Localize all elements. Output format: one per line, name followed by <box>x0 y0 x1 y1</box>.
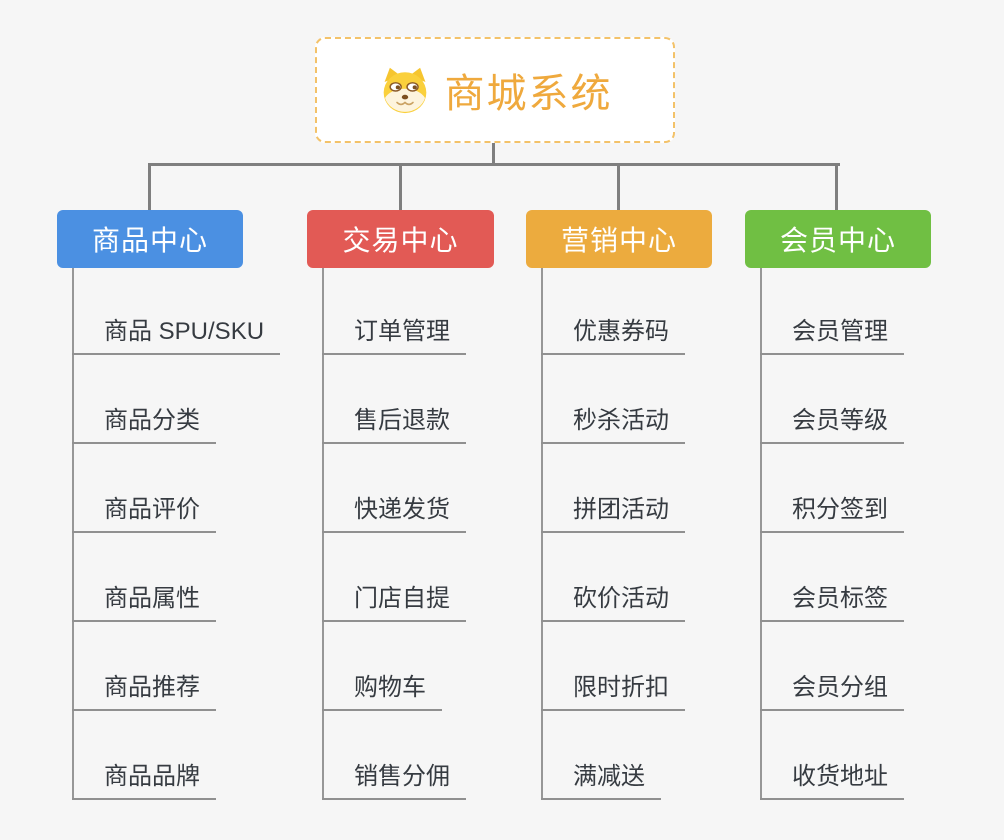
branch-node-member-center[interactable]: 会员中心 <box>745 210 931 268</box>
leaf-node[interactable]: 门店自提 <box>322 572 466 622</box>
branch-column-product: 商品 SPU/SKU 商品分类 商品评价 商品属性 商品推荐 商品品牌 <box>72 268 312 800</box>
leaf-label: 快递发货 <box>354 496 450 523</box>
leaf-node[interactable]: 会员分组 <box>760 661 904 711</box>
root-title: 商城系统 <box>444 72 613 116</box>
leaf-label: 商品属性 <box>104 585 200 612</box>
leaf-label: 商品推荐 <box>104 674 200 701</box>
leaf-node[interactable]: 会员等级 <box>760 394 904 444</box>
branch-drop-line <box>148 163 151 210</box>
leaf-label: 会员管理 <box>792 318 888 345</box>
leaf-label: 优惠券码 <box>573 318 669 345</box>
branch-drop-line <box>399 163 402 210</box>
leaf-node[interactable]: 购物车 <box>322 661 442 711</box>
branch-label: 商品中心 <box>91 225 208 256</box>
branch-node-marketing-center[interactable]: 营销中心 <box>526 210 712 268</box>
leaf-label: 销售分佣 <box>354 763 450 790</box>
leaf-node[interactable]: 拼团活动 <box>541 483 685 533</box>
branch-trunk-line <box>541 268 543 800</box>
leaf-label: 售后退款 <box>354 407 450 434</box>
leaf-node[interactable]: 商品属性 <box>72 572 216 622</box>
leaf-label: 会员等级 <box>792 407 888 434</box>
leaf-node[interactable]: 快递发货 <box>322 483 466 533</box>
leaf-node[interactable]: 订单管理 <box>322 305 466 355</box>
branch-drop-line <box>835 163 838 210</box>
leaf-node[interactable]: 限时折扣 <box>541 661 685 711</box>
branch-label: 交易中心 <box>342 225 459 256</box>
leaf-node[interactable]: 秒杀活动 <box>541 394 685 444</box>
leaf-node[interactable]: 收货地址 <box>760 750 904 800</box>
branch-label: 会员中心 <box>779 225 896 256</box>
leaf-label: 商品 SPU/SKU <box>104 318 265 345</box>
leaf-node[interactable]: 积分签到 <box>760 483 904 533</box>
branch-trunk-line <box>72 268 74 800</box>
branch-node-trade-center[interactable]: 交易中心 <box>307 210 494 268</box>
leaf-label: 会员标签 <box>792 585 888 612</box>
leaf-node[interactable]: 售后退款 <box>322 394 466 444</box>
leaf-label: 秒杀活动 <box>573 407 669 434</box>
branch-column-member: 会员管理 会员等级 积分签到 会员标签 会员分组 收货地址 <box>760 268 1000 800</box>
leaf-node[interactable]: 商品品牌 <box>72 750 216 800</box>
shiba-dog-icon <box>383 67 426 114</box>
leaf-label: 门店自提 <box>354 585 450 612</box>
leaf-label: 商品评价 <box>104 496 200 523</box>
leaf-node[interactable]: 满减送 <box>541 750 661 800</box>
branch-column-trade: 订单管理 售后退款 快递发货 门店自提 购物车 销售分佣 <box>322 268 562 800</box>
root-node[interactable]: 商城系统 <box>315 37 675 143</box>
leaf-label: 购物车 <box>354 674 426 701</box>
branch-column-marketing: 优惠券码 秒杀活动 拼团活动 砍价活动 限时折扣 满减送 <box>541 268 781 800</box>
branch-rail-line <box>148 163 840 166</box>
leaf-node[interactable]: 商品 SPU/SKU <box>72 305 281 355</box>
branch-trunk-line <box>760 268 762 800</box>
branch-drop-line <box>617 163 620 210</box>
leaf-label: 订单管理 <box>354 318 450 345</box>
root-connector-stub <box>492 143 495 166</box>
leaf-node[interactable]: 商品评价 <box>72 483 216 533</box>
branch-node-product-center[interactable]: 商品中心 <box>57 210 243 268</box>
leaf-node[interactable]: 商品分类 <box>72 394 216 444</box>
leaf-label: 砍价活动 <box>573 585 669 612</box>
leaf-label: 积分签到 <box>792 496 888 523</box>
leaf-node[interactable]: 会员标签 <box>760 572 904 622</box>
leaf-label: 商品品牌 <box>104 763 200 790</box>
leaf-label: 商品分类 <box>104 407 200 434</box>
leaf-label: 拼团活动 <box>573 496 669 523</box>
leaf-label: 满减送 <box>573 763 645 790</box>
leaf-label: 限时折扣 <box>573 674 669 701</box>
branch-trunk-line <box>322 268 324 800</box>
branch-label: 营销中心 <box>560 225 677 256</box>
leaf-node[interactable]: 优惠券码 <box>541 305 685 355</box>
leaf-label: 收货地址 <box>792 763 888 790</box>
leaf-node[interactable]: 砍价活动 <box>541 572 685 622</box>
leaf-label: 会员分组 <box>792 674 888 701</box>
leaf-node[interactable]: 商品推荐 <box>72 661 216 711</box>
leaf-node[interactable]: 会员管理 <box>760 305 904 355</box>
leaf-node[interactable]: 销售分佣 <box>322 750 466 800</box>
